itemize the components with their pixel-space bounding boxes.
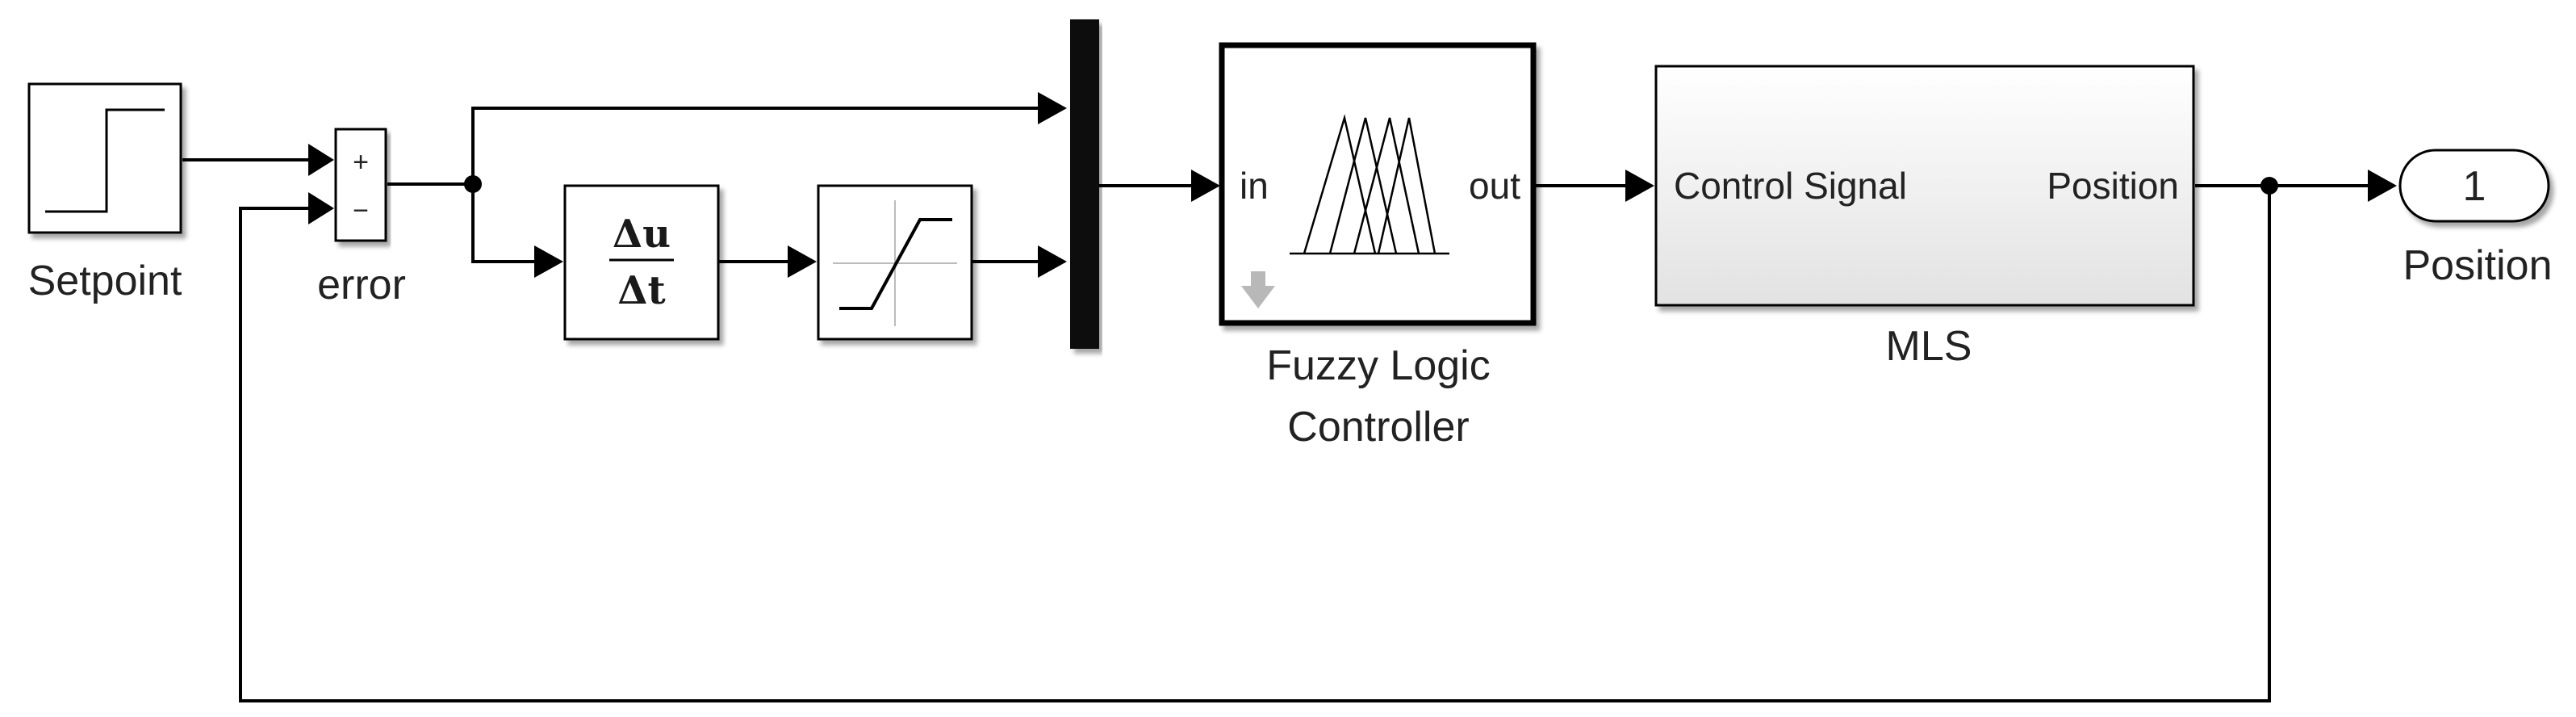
- look-under-mask-arrow-icon[interactable]: [1241, 271, 1275, 308]
- derivative-numerator: Δu: [613, 212, 671, 257]
- derivative-denominator: Δt: [617, 268, 665, 313]
- sum-minus-sign: −: [353, 195, 369, 226]
- arrow-mux-in1: [1038, 92, 1067, 124]
- outport-number: 1: [2463, 163, 2486, 210]
- mls-in-port-label: Control Signal: [1674, 165, 1907, 207]
- arrow-mux-in2: [1038, 245, 1067, 278]
- fuzzy-logic-controller-block[interactable]: in out Fuzzy Logic Controller: [1219, 42, 1537, 451]
- sum-plus-sign: +: [353, 147, 369, 178]
- outport-label: Position: [2403, 242, 2553, 289]
- fuzzy-in-port-label: in: [1240, 165, 1269, 207]
- membership-functions-icon: [1290, 114, 1449, 255]
- saturation-block[interactable]: [817, 184, 973, 341]
- step-icon: [45, 108, 165, 213]
- derivative-block[interactable]: Δu Δt: [563, 184, 720, 341]
- arrow-fuzzy-in: [1191, 170, 1220, 202]
- fuzzy-out-port-label: out: [1469, 165, 1520, 207]
- setpoint-block[interactable]: Setpoint: [27, 82, 182, 304]
- sum-block[interactable]: + − error: [317, 128, 406, 308]
- arrow-mls-in: [1625, 170, 1654, 202]
- mls-out-port-label: Position: [2047, 165, 2179, 207]
- setpoint-label: Setpoint: [28, 258, 182, 304]
- fuzzy-label-line2: Controller: [1287, 404, 1469, 451]
- arrow-sum-plus: [308, 144, 334, 176]
- mls-subsystem-block[interactable]: Control Signal Position MLS: [1654, 65, 2195, 370]
- wire-feedback[interactable]: [239, 184, 2271, 702]
- mls-label: MLS: [1886, 323, 1972, 370]
- signal-wires: [182, 92, 2397, 702]
- arrow-sum-minus: [308, 192, 334, 224]
- wire-error-to-derivative[interactable]: [471, 184, 534, 263]
- arrow-saturation-in: [788, 245, 817, 278]
- fuzzy-label-line1: Fuzzy Logic: [1266, 342, 1490, 389]
- arrow-derivative-in: [534, 245, 563, 278]
- mux-block[interactable]: [1070, 19, 1099, 349]
- wire-error-to-mux[interactable]: [471, 107, 1038, 184]
- branch-point-position: [2260, 177, 2278, 195]
- position-outport-block[interactable]: 1 Position: [2398, 149, 2553, 289]
- sum-label: error: [317, 262, 406, 308]
- saturation-icon: [839, 218, 952, 310]
- arrow-outport-in: [2368, 170, 2397, 202]
